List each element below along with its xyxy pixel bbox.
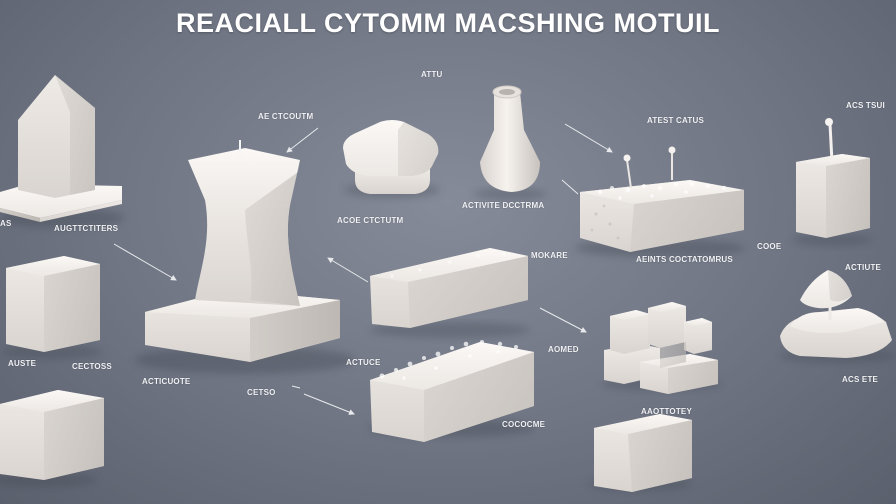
label-porous-left: CETSO [247,388,276,397]
block-bottom-left [0,390,104,487]
label-sponge-top: ATEST CATUS [647,116,705,125]
label-cushion: ACOE CTCTUTM [337,216,404,225]
vase-cone [474,85,546,200]
label-pedestal-top: AE CTCOUTM [258,112,314,121]
label-sponge-bottom: AEINTS COCTATOMRUS [636,255,733,264]
page-title: REACIALL CYTOMM MACSHING MOTUIL [176,8,720,38]
label-right-top: ACS TSUI [846,101,885,110]
label-pedestal-base: ACTICUOTE [142,377,191,386]
label-bar-right: MOKARE [531,251,568,260]
label-left-edge: AS [0,219,12,228]
tall-block-with-pin [792,118,872,246]
label-rocky: ACS ETE [842,375,879,384]
leader-arrows [113,123,613,415]
label-porous-right: COCOCME [502,420,546,429]
block-bottom-right [588,414,692,492]
label-vase: ACTIVITE DCCTRMA [462,201,545,210]
porous-sponge-slab [575,146,745,257]
label-tall-block: COOE [757,242,782,251]
label-bottom-right: AAOTTOTEY [641,407,692,416]
pointed-pillar-block [0,75,124,228]
long-foam-bar [370,248,530,338]
rounded-cushion-block [343,120,440,198]
label-pillar-base: AUGTTCTITERS [54,224,119,233]
label-cubes: AOMED [548,345,579,354]
label-right-mid: ACTIUTE [845,263,882,272]
label-cube-left-2: CECTOSS [72,362,112,371]
label-top-center: ATTU [421,70,443,79]
pedestal-sculpture [135,140,355,374]
cube-left [2,256,102,359]
porous-block-bottom [368,340,536,442]
rocky-base-sculpture [780,270,896,363]
label-cube-left: AUSTE [8,359,37,368]
label-bar-bottom: ACTUCE [346,358,381,367]
small-cubes-cluster [602,302,722,394]
